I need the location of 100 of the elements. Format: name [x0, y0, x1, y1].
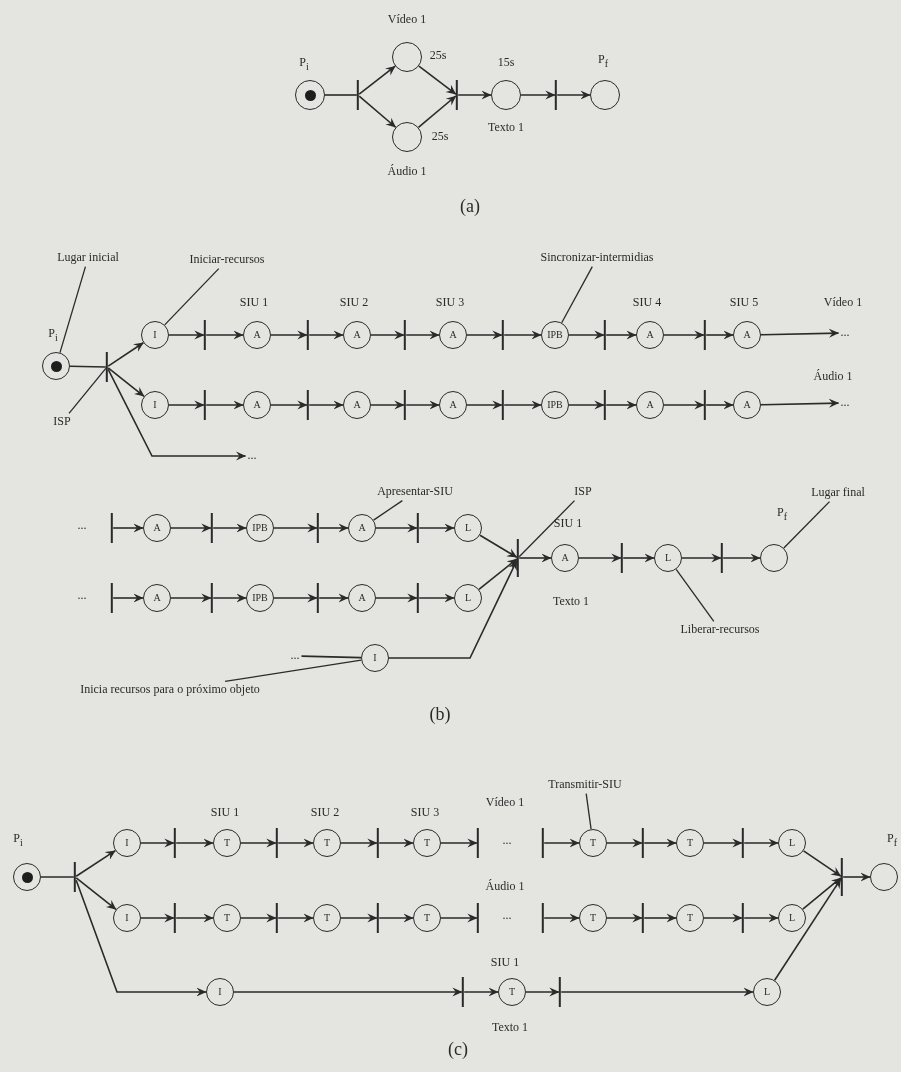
place-caption: 25s [429, 49, 447, 63]
arc-arrow [478, 558, 518, 591]
place-caption: SIU 1 [239, 296, 269, 310]
transition-bar [416, 513, 420, 543]
place-circle [541, 391, 569, 419]
row-label: ... [77, 519, 87, 533]
place-circle [590, 80, 620, 110]
arc-arrow [175, 913, 214, 923]
transition-bar [376, 828, 380, 858]
place-circle [141, 321, 169, 349]
leader-line [783, 500, 831, 549]
place-label: A [743, 330, 751, 340]
arc-arrow [277, 838, 314, 848]
arc-arrow [743, 913, 779, 923]
place-caption: SIU 3 [435, 296, 465, 310]
arc-arrow [175, 838, 214, 848]
place-caption: Áudio 1 [387, 165, 427, 179]
transition-bar [356, 80, 360, 110]
callout-label: ISP [53, 415, 71, 429]
arc-arrow [556, 90, 591, 100]
arc-arrow [760, 328, 840, 338]
ellipsis-text: ... [840, 396, 850, 410]
place-label: T [589, 838, 597, 848]
place-caption: Texto 1 [552, 595, 590, 609]
place-caption: P$_{i}$ [299, 56, 309, 72]
place-circle [413, 829, 441, 857]
transition-bar [73, 862, 77, 892]
place-circle [295, 80, 325, 110]
place-caption: Vídeo 1 [387, 13, 427, 27]
arc-arrow [405, 330, 440, 340]
panel-caption: (b) [429, 705, 451, 725]
transition-bar [403, 390, 407, 420]
arc-arrow [418, 593, 455, 603]
arc-arrow [466, 330, 503, 340]
leader-line [585, 792, 592, 830]
transition-bar [306, 320, 310, 350]
place-circle [143, 584, 171, 612]
place-caption: P$_{i}$ [13, 832, 23, 848]
arc-arrow [606, 838, 643, 848]
leader-line [224, 659, 362, 683]
transition-bar [501, 390, 505, 420]
place-label: I [373, 653, 377, 663]
arc-arrow [378, 913, 414, 923]
arc-arrow [643, 838, 677, 848]
place-circle [246, 584, 274, 612]
arc-arrow [212, 593, 247, 603]
arc-arrow [170, 593, 212, 603]
arc-arrow [205, 330, 244, 340]
place-circle [206, 978, 234, 1006]
place-circle [870, 863, 898, 891]
transition-bar [703, 390, 707, 420]
arc-arrow [75, 849, 117, 877]
callout-label: ISP [574, 485, 592, 499]
arc-arrow [140, 913, 175, 923]
transition-bar [110, 513, 114, 543]
panel-caption: (c) [448, 1040, 468, 1060]
arc-arrow [503, 400, 542, 410]
place-circle [243, 391, 271, 419]
transition-bar [455, 80, 459, 110]
arc-arrow [743, 838, 779, 848]
transition-bar [110, 583, 114, 613]
arc-arrow [440, 838, 478, 848]
transition-bar [603, 390, 607, 420]
place-label: I [153, 400, 157, 410]
place-label: A [353, 330, 361, 340]
place-circle [343, 391, 371, 419]
arc-arrow [417, 95, 457, 129]
place-label: A [253, 400, 261, 410]
arc-arrow [170, 523, 212, 533]
arc-arrow [205, 400, 244, 410]
leader-line [518, 499, 576, 558]
place-circle [413, 904, 441, 932]
panel-caption: (a) [460, 197, 480, 217]
place-label: L [464, 523, 472, 533]
place-circle [313, 829, 341, 857]
arc-arrow [578, 553, 622, 563]
leader-line [372, 499, 403, 521]
arc-line [300, 655, 362, 659]
place-label: T [323, 913, 331, 923]
arc-arrow [370, 330, 405, 340]
leader-line [675, 568, 715, 623]
arc-arrow [520, 90, 556, 100]
place-label: A [153, 593, 161, 603]
row-label: Vídeo 1 [823, 296, 863, 310]
place-label: T [423, 838, 431, 848]
transition-bar [541, 828, 545, 858]
place-label: I [218, 987, 222, 997]
arc-arrow [358, 65, 396, 95]
transition-bar [840, 858, 844, 896]
transition-bar [501, 320, 505, 350]
arc-arrow [318, 523, 349, 533]
place-circle [491, 80, 521, 110]
place-label: A [153, 523, 161, 533]
arc-arrow [168, 330, 205, 340]
place-circle [454, 584, 482, 612]
place-label: IPB [252, 523, 268, 533]
callout-label: Lugar inicial [57, 251, 119, 265]
arc-arrow [112, 523, 144, 533]
place-circle [778, 904, 806, 932]
transition-bar [741, 903, 745, 933]
